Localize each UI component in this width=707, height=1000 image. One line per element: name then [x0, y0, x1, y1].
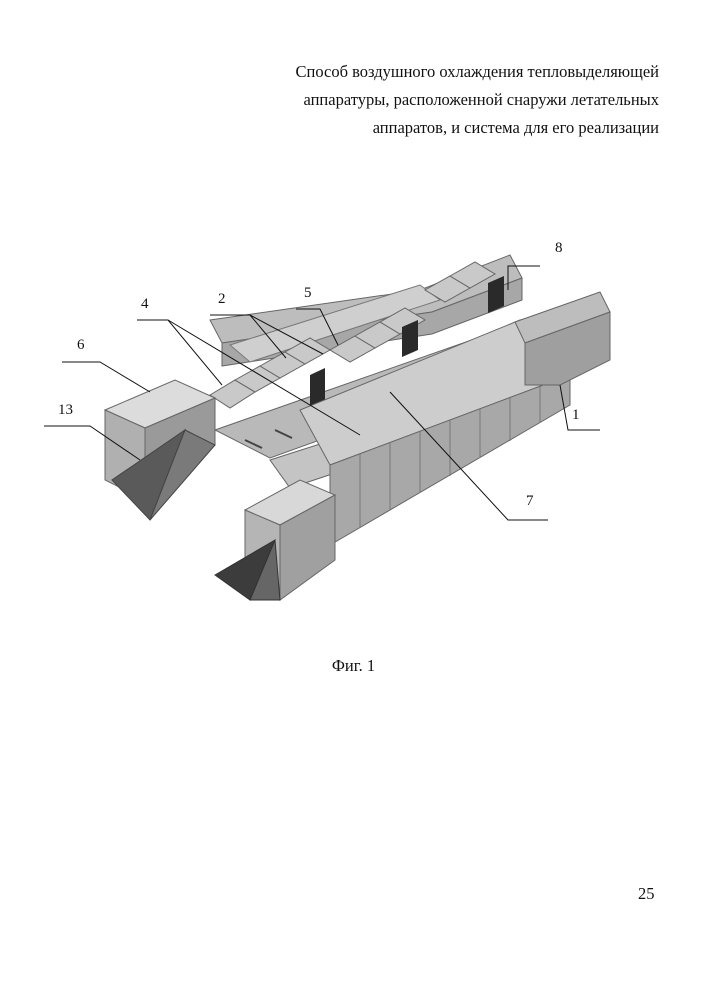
callout-13: 13 — [58, 402, 73, 418]
callout-5: 5 — [304, 285, 312, 301]
callout-1: 1 — [572, 407, 580, 423]
callout-4: 4 — [141, 296, 149, 312]
figure-caption: Фиг. 1 — [0, 656, 707, 676]
callout-7: 7 — [526, 493, 534, 509]
page-number: 25 — [638, 884, 655, 904]
callout-2: 2 — [218, 291, 226, 307]
callout-6: 6 — [77, 337, 85, 353]
callout-8: 8 — [555, 240, 563, 256]
cooling-system-illustration — [105, 255, 610, 600]
